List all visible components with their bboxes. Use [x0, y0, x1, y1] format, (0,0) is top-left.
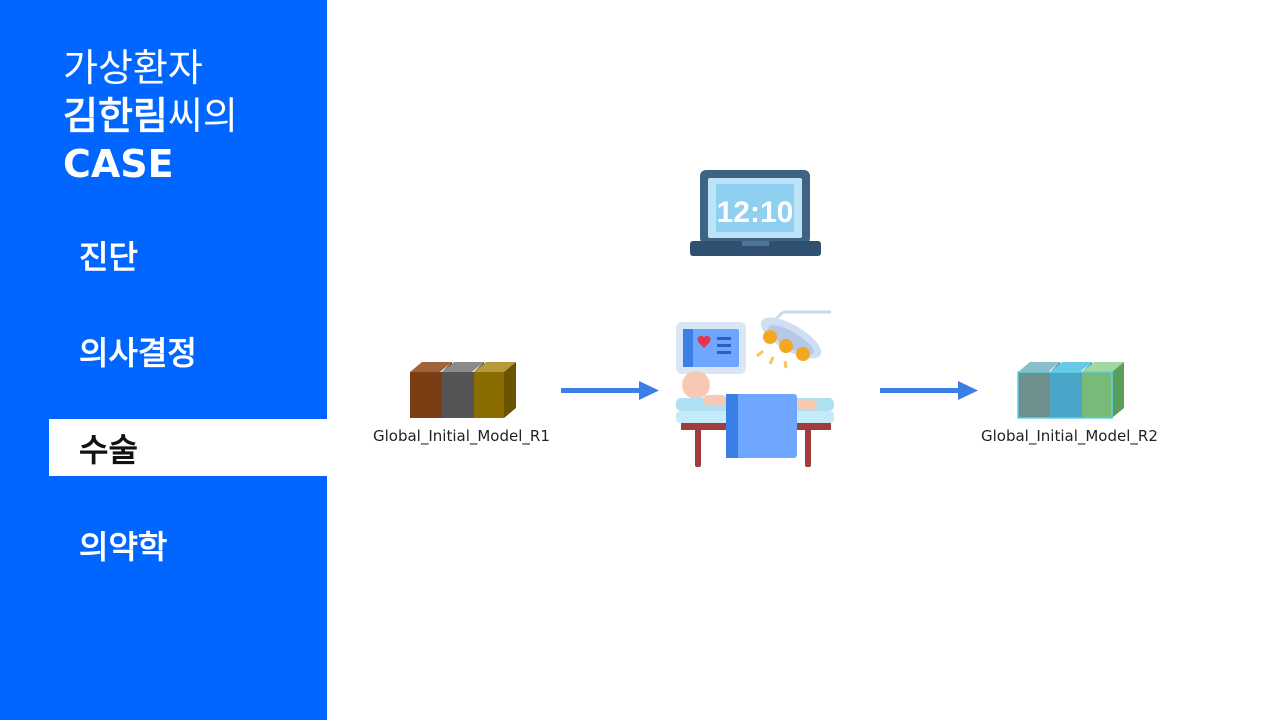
model-r1-label: Global_Initial_Model_R1: [373, 427, 550, 445]
menu-item-pharmacy[interactable]: 의약학: [79, 527, 168, 566]
title-line1: 가상환자: [63, 46, 203, 90]
surgery-icon: [676, 310, 834, 467]
menu-item-surgery[interactable]: 수술: [49, 419, 327, 476]
title-line3: CASE: [63, 142, 174, 186]
menu-item-diagnosis[interactable]: 진단: [79, 237, 138, 276]
sidebar: 가상환자 김한림씨의 CASE 진단 의사결정 수술 의약학: [0, 0, 327, 720]
patient-name: 김한림: [63, 94, 168, 138]
laptop-clock: 12:10: [717, 196, 794, 229]
laptop-icon: 12:10: [690, 170, 821, 256]
case-title: 가상환자 김한림씨의 CASE: [63, 44, 238, 188]
model-r2-label: Global_Initial_Model_R2: [981, 427, 1158, 445]
menu-item-decision[interactable]: 의사결정: [79, 333, 197, 372]
arrow-right-icon: [561, 381, 659, 400]
arrow-right-icon: [880, 381, 978, 400]
model-r1-icon: [410, 362, 516, 418]
title-line2-suffix: 씨의: [167, 94, 238, 138]
model-r2-icon: [1017, 362, 1124, 419]
